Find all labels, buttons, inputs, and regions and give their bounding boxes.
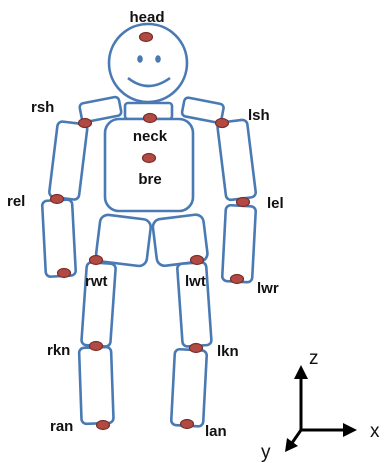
- lsh-joint-marker: [216, 119, 229, 128]
- right-hip-shape: [95, 214, 151, 267]
- right-upper-arm-shape: [49, 121, 88, 200]
- x-axis-arrowhead: [343, 423, 357, 437]
- label-head: head: [129, 9, 164, 26]
- right-eye: [155, 55, 161, 63]
- rel-joint-marker: [51, 195, 64, 204]
- bre-joint-marker: [143, 154, 156, 163]
- axis-label-z: z: [309, 348, 319, 369]
- axis-label-y: y: [261, 442, 271, 463]
- lel-joint-marker: [237, 198, 250, 207]
- lan-joint-marker: [181, 420, 194, 429]
- z-axis-arrowhead: [294, 365, 308, 379]
- right-forearm-shape: [42, 199, 76, 276]
- lwt-joint-marker: [191, 256, 204, 265]
- axis-label-x: x: [370, 421, 380, 442]
- label-lwt: lwt: [185, 273, 206, 290]
- label-rkn: rkn: [47, 342, 70, 359]
- y-axis-line: [292, 430, 301, 443]
- left-upper-arm-shape: [217, 119, 256, 200]
- label-neck: neck: [133, 128, 168, 145]
- label-lsh: lsh: [248, 107, 270, 124]
- label-ran: ran: [50, 418, 73, 435]
- label-rsh: rsh: [31, 99, 54, 116]
- y-axis-arrowhead: [285, 438, 298, 452]
- ran-joint-marker: [97, 421, 110, 430]
- label-lel: lel: [267, 195, 284, 212]
- label-lan: lan: [205, 423, 227, 440]
- rsh-joint-marker: [79, 119, 92, 128]
- label-bre: bre: [138, 171, 161, 188]
- left-eye: [137, 55, 143, 63]
- coordinate-axes: z x y: [261, 348, 380, 463]
- rkn-joint-marker: [90, 342, 103, 351]
- left-shin-shape: [171, 349, 207, 427]
- label-lkn: lkn: [217, 343, 239, 360]
- head-joint-marker: [140, 33, 153, 42]
- rwt-joint-marker: [90, 256, 103, 265]
- label-rel: rel: [7, 193, 25, 210]
- label-rwt: rwt: [85, 273, 108, 290]
- rwr-joint-marker: [58, 269, 71, 278]
- lkn-joint-marker: [190, 344, 203, 353]
- right-shin-shape: [79, 347, 114, 424]
- left-forearm-shape: [222, 205, 256, 282]
- label-lwr: lwr: [257, 280, 279, 297]
- neck-joint-marker: [144, 114, 157, 123]
- lwr-joint-marker: [231, 275, 244, 284]
